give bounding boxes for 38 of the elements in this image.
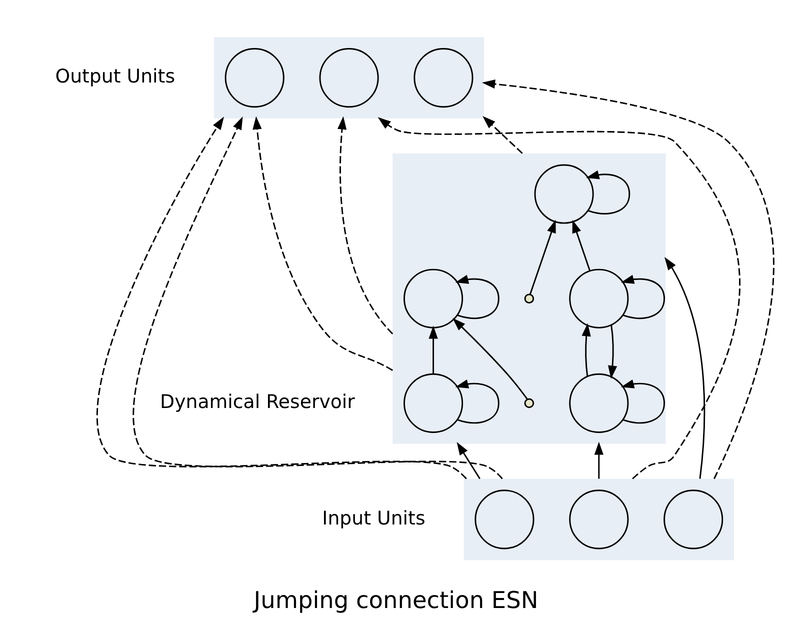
arrow <box>454 274 499 319</box>
node-circle <box>413 48 473 108</box>
arrow <box>620 274 664 319</box>
arrow <box>594 442 603 479</box>
cluster <box>463 478 734 560</box>
node-label: Dynamical Reservoir <box>160 391 354 414</box>
node-label: Input Units <box>322 507 425 530</box>
arrow <box>452 318 528 400</box>
arrow <box>586 170 630 214</box>
arrow <box>454 380 499 424</box>
arrow <box>581 323 590 376</box>
arrow <box>132 116 502 480</box>
node-circle <box>568 373 628 433</box>
node-circle <box>568 490 628 550</box>
cluster <box>213 37 484 118</box>
node-circle <box>224 48 284 108</box>
node-circle <box>568 268 628 328</box>
node-label: Output Units <box>54 66 175 88</box>
arrow <box>528 220 556 294</box>
node-circle <box>474 490 534 550</box>
node-circle <box>403 268 463 328</box>
arrow <box>620 380 664 424</box>
arrow <box>377 117 740 480</box>
arrow <box>482 116 522 154</box>
arrow <box>336 116 393 334</box>
arrow <box>96 116 466 480</box>
node-circle <box>534 164 594 224</box>
arrow <box>428 326 438 374</box>
arrow <box>456 442 480 480</box>
caption: Jumping connection ESN <box>253 586 538 614</box>
arrow <box>607 324 617 379</box>
arrow <box>481 79 774 480</box>
arrow <box>252 116 392 371</box>
arrow <box>572 220 590 272</box>
node-circle <box>403 373 463 433</box>
arrow <box>664 257 705 479</box>
node-circle <box>663 490 723 550</box>
node-circle <box>318 48 378 108</box>
